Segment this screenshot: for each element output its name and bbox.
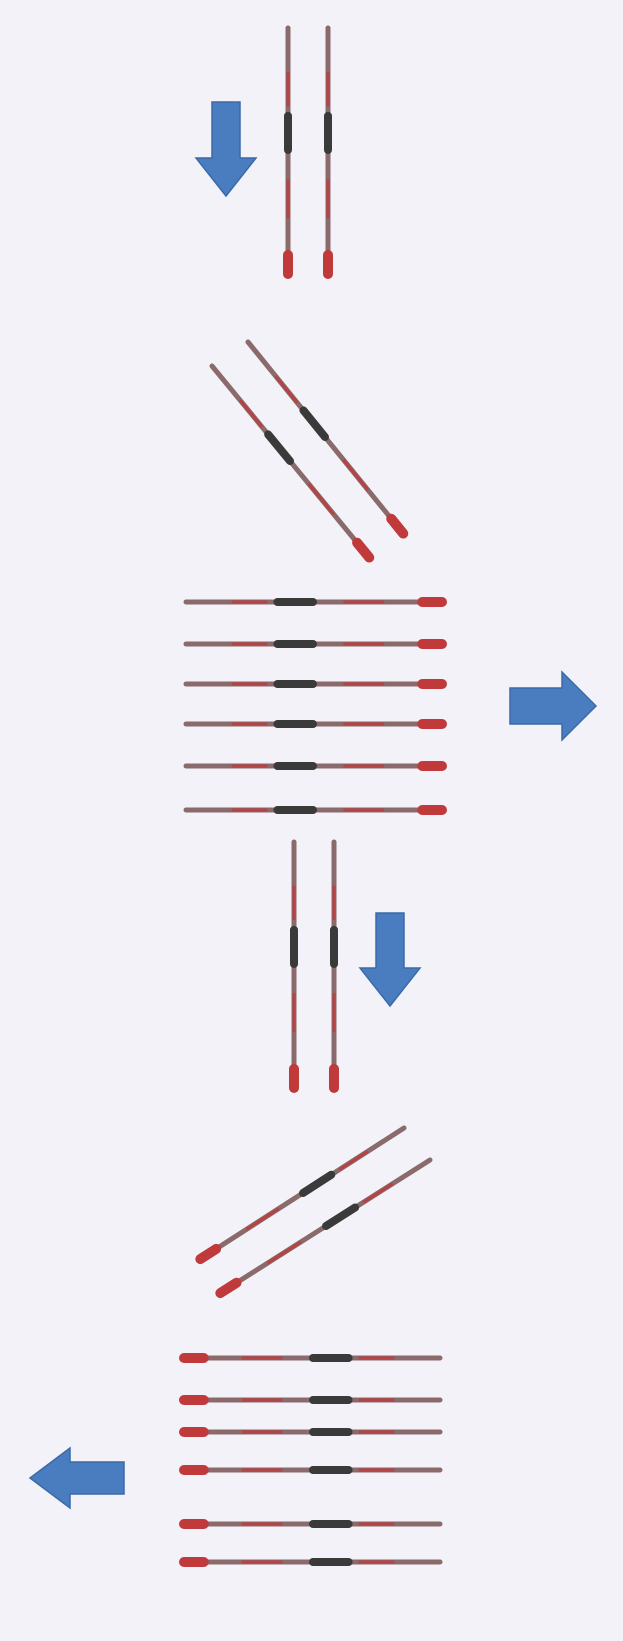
ski-stripe — [238, 399, 264, 428]
ski-stripe — [342, 458, 370, 492]
down-arrow-icon — [194, 101, 258, 198]
ski-stack-horizontal-top — [183, 597, 447, 815]
ski — [209, 363, 375, 563]
right-arrow-icon — [509, 670, 598, 742]
down-arrow-icon — [358, 912, 422, 1008]
ski-pair-vertical-bottom — [289, 839, 339, 1093]
ski-tip — [215, 1277, 242, 1299]
ski — [215, 1157, 433, 1299]
ski-stripe — [274, 375, 299, 404]
ski-stripe — [362, 1182, 394, 1204]
left-arrow-icon — [28, 1446, 125, 1510]
ski-stripe — [338, 1150, 369, 1171]
ski-binding — [299, 1170, 336, 1197]
ski-stripe — [266, 1240, 302, 1265]
ski-binding — [264, 430, 294, 465]
ski-binding — [299, 406, 329, 441]
ski-tip — [352, 537, 375, 563]
ski — [245, 339, 409, 539]
ski-tip — [386, 513, 409, 539]
ski-pair-vertical-top — [283, 25, 333, 279]
ski-tip — [195, 1243, 222, 1265]
skis-layer — [179, 25, 447, 1567]
ski-stripe — [307, 482, 335, 516]
arrows-layer — [28, 101, 598, 1510]
ski-pair-diagonal-top — [209, 339, 409, 563]
ski-binding — [322, 1203, 360, 1230]
ski — [195, 1125, 407, 1265]
ski-stripe — [245, 1207, 280, 1231]
ski-pair-diagonal-bottom — [195, 1125, 433, 1299]
ski-stack-horizontal-bottom — [179, 1353, 443, 1567]
